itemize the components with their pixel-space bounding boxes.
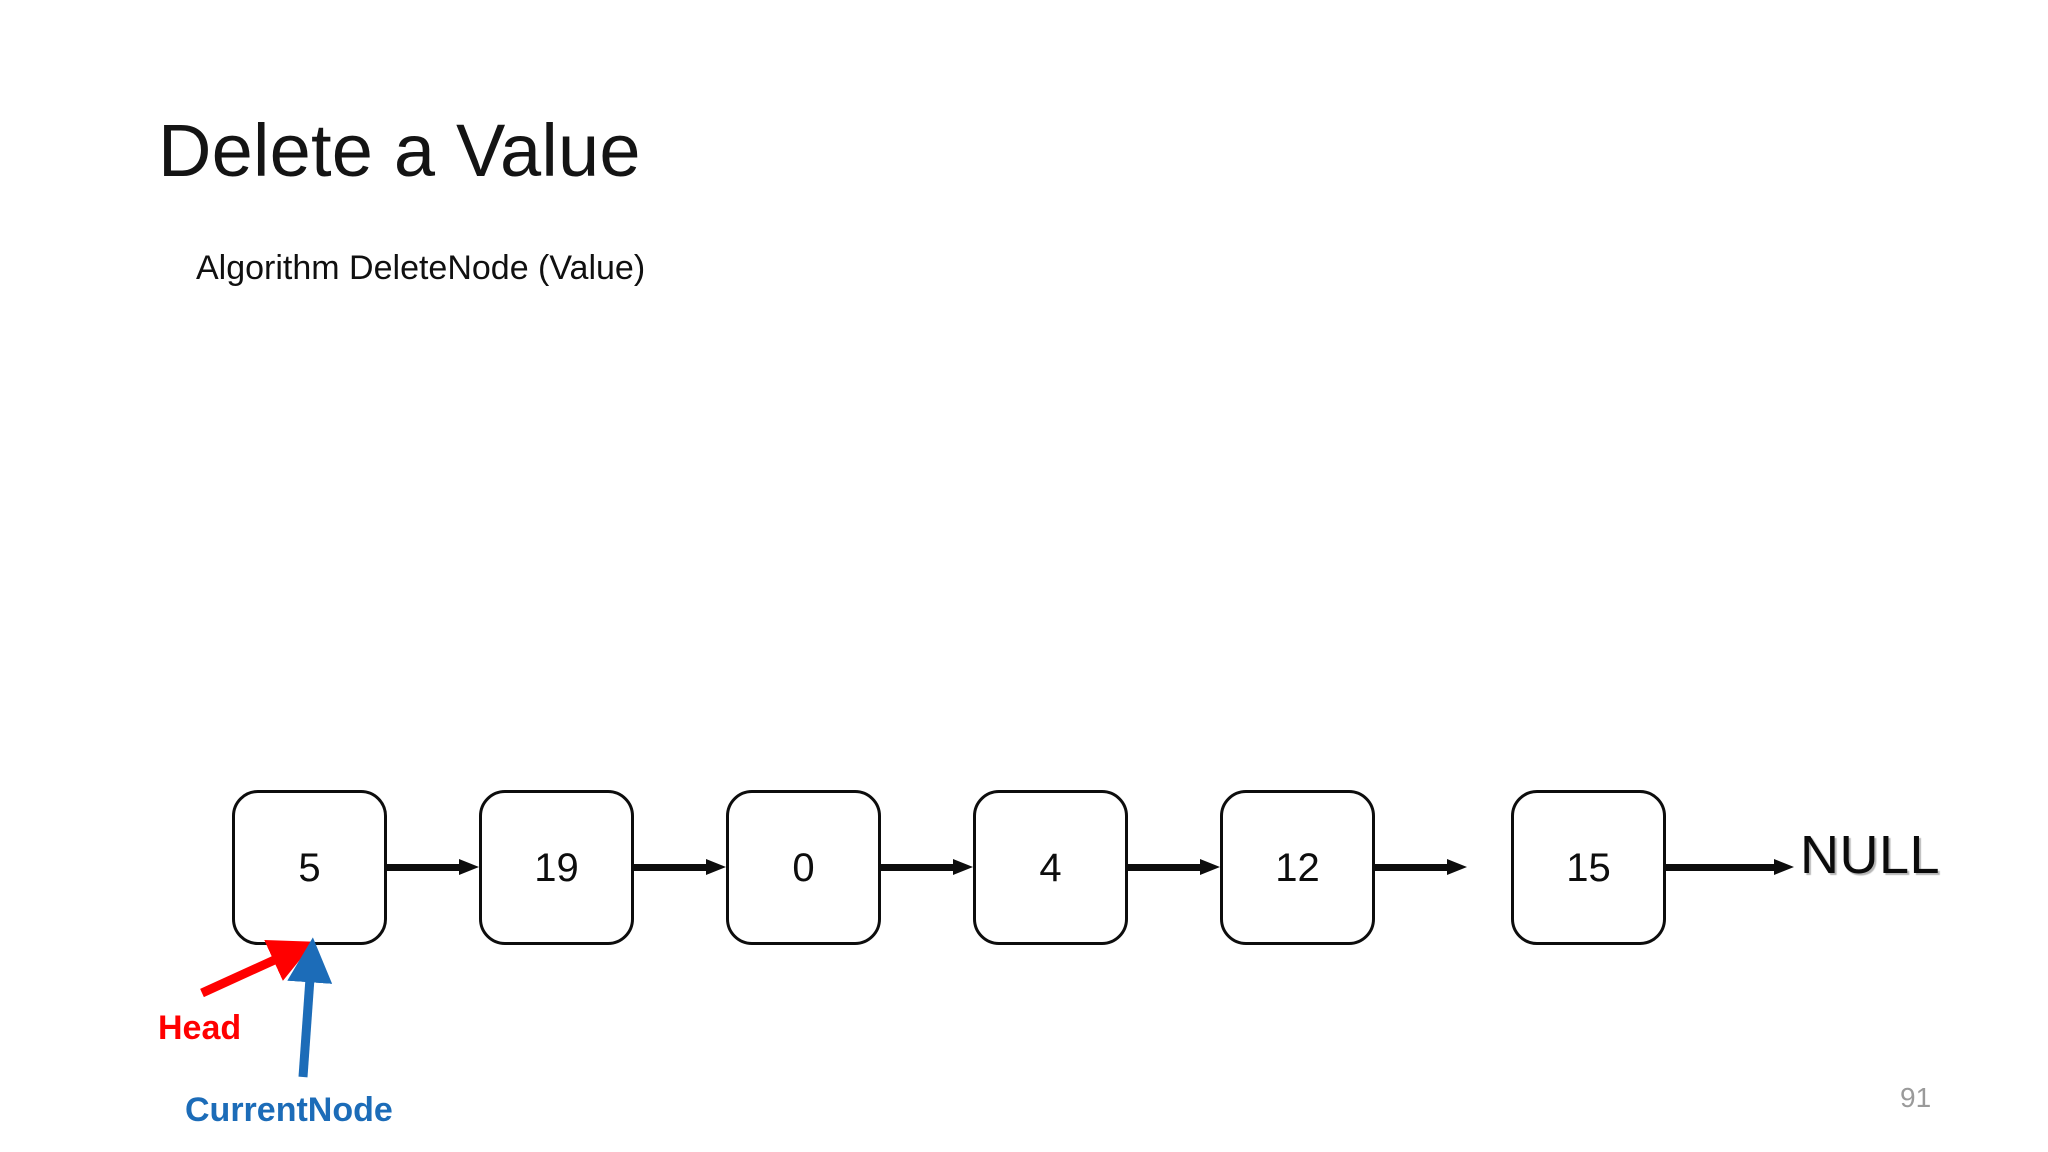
- list-node: 5: [232, 790, 387, 945]
- arrow-head-icon: [706, 859, 726, 875]
- list-node: 4: [973, 790, 1128, 945]
- link-arrow: [634, 859, 726, 876]
- algorithm-heading: Algorithm DeleteNode (Value): [196, 249, 646, 287]
- node-value: 15: [1566, 845, 1611, 890]
- null-terminator-label: NULL: [1800, 825, 1941, 885]
- currentnode-pointer-label: CurrentNode: [185, 1091, 393, 1129]
- head-pointer-label: Head: [158, 1009, 242, 1047]
- link-arrow: [1128, 859, 1220, 876]
- arrow-head-icon: [1200, 859, 1220, 875]
- link-arrow-to-null: [1666, 859, 1794, 876]
- page-number: 91: [1900, 1082, 1932, 1113]
- node-value: 5: [298, 845, 321, 890]
- arrow-shaft: [1375, 864, 1447, 871]
- arrow-head-icon: [1447, 859, 1467, 875]
- node-value: 12: [1275, 845, 1320, 890]
- link-arrow: [387, 859, 479, 876]
- node-value: 4: [1039, 845, 1062, 890]
- arrow-head-icon: [1774, 859, 1794, 875]
- list-node: 0: [726, 790, 881, 945]
- node-value: 0: [792, 845, 815, 890]
- list-node: 19: [479, 790, 634, 945]
- page-title: Delete a Value: [158, 109, 641, 192]
- arrow-shaft: [387, 864, 459, 871]
- arrow-shaft: [1666, 864, 1774, 871]
- arrow-shaft: [881, 864, 953, 871]
- arrow-head-icon: [953, 859, 973, 875]
- link-arrow: [1375, 859, 1467, 876]
- arrow-shaft: [634, 864, 706, 871]
- link-arrow: [881, 859, 973, 876]
- arrow-shaft: [1128, 864, 1200, 871]
- list-node: 12: [1220, 790, 1375, 945]
- node-value: 19: [534, 845, 579, 890]
- arrow-head-icon: [459, 859, 479, 875]
- list-node: 15: [1511, 790, 1666, 945]
